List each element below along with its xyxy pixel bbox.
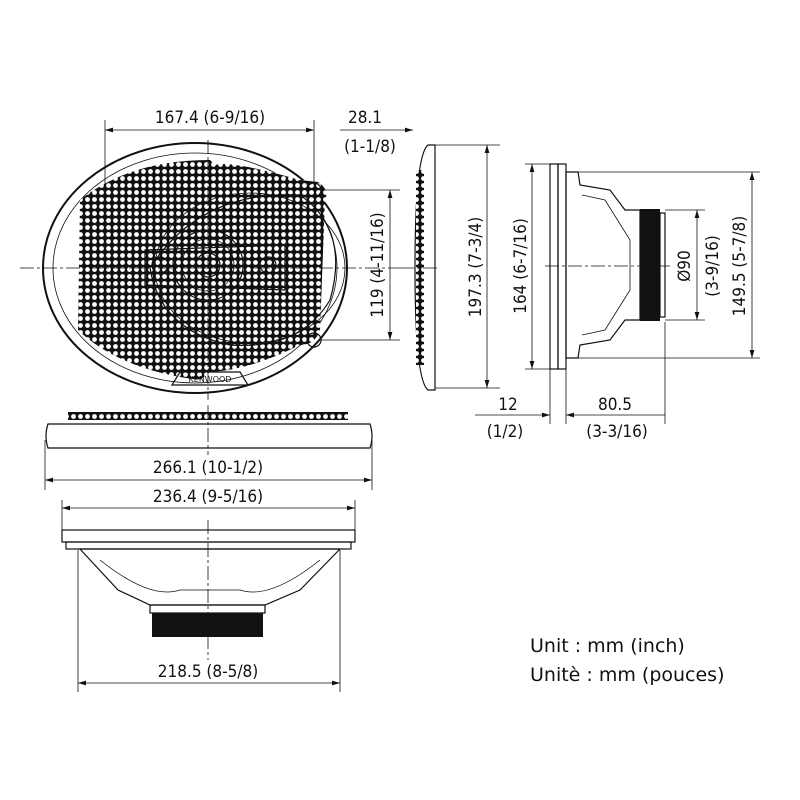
dim-basket-height: 149.5 (5-7/8) [730,216,750,316]
dim-depth-mm: 28.1 [348,108,382,128]
dim-magnet-dia-mm: Ø90 [675,250,695,282]
top-view [45,405,373,455]
dim-mount-depth-mm: 80.5 [598,395,632,415]
dim-grille-hole-width: 167.4 (6-9/16) [155,108,265,128]
dim-flange-mm: 12 [498,395,517,415]
dim-height-total: 197.3 (7-3/4) [466,217,486,317]
logo-badge [170,371,250,386]
grille [78,160,327,380]
dim-hole-spacing: 119 (4-11/16) [368,212,388,317]
brand-logo: KENWOOD [189,375,232,384]
dim-basket-width: 218.5 (8-5/8) [158,662,258,682]
dim-flange-in: (1/2) [487,422,524,442]
unit-label-en: Unit : mm (inch) [530,635,685,657]
front-view: KENWOOD [20,140,400,400]
side-view [545,163,670,370]
dim-cutout-height: 164 (6-7/16) [511,218,531,314]
unit-label-fr: Unitè : mm (pouces) [530,664,725,686]
side-profile-view [400,144,440,391]
magnet [640,209,660,321]
dim-mount-depth-in: (3-3/16) [586,422,648,442]
dim-depth-in: (1-1/8) [344,137,396,157]
dim-overall-width: 266.1 (10-1/2) [153,458,263,478]
dim-magnet-dia-in: (3-9/16) [703,235,723,297]
bottom-view [61,520,356,660]
dim-cutout-width: 236.4 (9-5/16) [153,487,263,507]
magnet-bottom [152,613,263,637]
